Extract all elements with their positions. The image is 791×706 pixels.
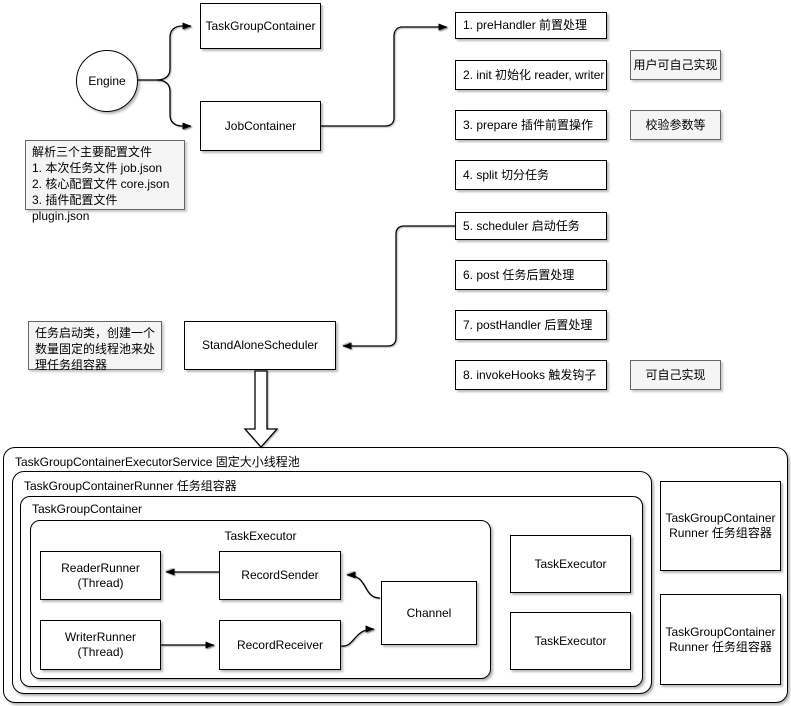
step-1-label: 1. preHandler 前置处理 <box>463 18 588 32</box>
node-record-receiver-label: RecordReceiver <box>236 637 324 652</box>
node-record-sender-label: RecordSender <box>241 568 319 582</box>
step-2-label: 2. init 初始化 reader, writer <box>463 67 605 82</box>
node-engine-label: Engine <box>88 73 126 88</box>
step-3-prepare: 3. prepare 插件前置操作 <box>455 110 607 140</box>
node-reader-runner: ReaderRunner (Thread) <box>40 551 161 600</box>
step-8-invokehooks: 8. invokeHooks 触发钩子 <box>455 360 607 390</box>
task-executor-inner-label: TaskExecutor <box>224 529 297 543</box>
step-5-label: 5. scheduler 启动任务 <box>463 218 580 233</box>
container-runner-label: TaskGroupContainerRunner 任务组容器 <box>24 479 237 493</box>
node-runner-box-1: TaskGroupContainer Runner 任务组容器 <box>660 481 781 571</box>
note-user-impl-text: 用户可自己实现 <box>633 57 718 72</box>
note-validate-text: 校验参数等 <box>645 117 706 132</box>
step-4-split: 4. split 切分任务 <box>455 160 607 190</box>
note-self-impl: 可自己实现 <box>630 360 721 390</box>
edge-engine-to-taskgroupcontainer <box>138 22 192 81</box>
note-scheduler-text: 任务启动类，创建一个 数量固定的线程池来处 理任务组容器 <box>35 326 156 372</box>
step-1-prehandler: 1. preHandler 前置处理 <box>455 12 607 39</box>
note-validate: 校验参数等 <box>630 110 721 140</box>
node-record-receiver: RecordReceiver <box>219 620 341 670</box>
node-task-executor-1: TaskExecutor <box>510 535 631 593</box>
step-4-label: 4. split 切分任务 <box>463 167 550 182</box>
step-7-posthandler: 7. postHandler 后置处理 <box>455 310 607 340</box>
node-task-executor-2-label: TaskExecutor <box>534 633 607 648</box>
node-task-executor-1-label: TaskExecutor <box>534 556 607 571</box>
node-runner-box-1-label: TaskGroupContainer Runner 任务组容器 <box>665 511 776 540</box>
node-record-sender: RecordSender <box>219 551 341 600</box>
node-writer-runner-label: WriterRunner (Thread) <box>64 630 137 659</box>
node-task-group-container-top: TaskGroupContainer <box>200 3 321 49</box>
step-7-label: 7. postHandler 后置处理 <box>463 317 593 332</box>
node-task-executor-2: TaskExecutor <box>510 612 631 670</box>
container-task-group-label: TaskGroupContainer <box>32 502 143 516</box>
node-standalone-scheduler-label: StandAloneScheduler <box>201 338 319 352</box>
node-writer-runner: WriterRunner (Thread) <box>40 620 161 670</box>
node-runner-box-2-label: TaskGroupContainer Runner 任务组容器 <box>665 624 776 654</box>
edge-step5-to-scheduler <box>342 225 455 350</box>
node-channel-label: Channel <box>406 605 452 620</box>
step-3-label: 3. prepare 插件前置操作 <box>463 117 594 132</box>
step-6-post: 6. post 任务后置处理 <box>455 260 607 290</box>
edge-engine-to-jobcontainer <box>156 79 192 130</box>
node-engine: Engine <box>76 50 138 112</box>
node-reader-runner-label: ReaderRunner (Thread) <box>61 560 140 590</box>
step-6-label: 6. post 任务后置处理 <box>463 267 575 282</box>
step-8-label: 8. invokeHooks 触发钩子 <box>463 367 597 382</box>
node-job-container: JobContainer <box>200 101 321 151</box>
note-scheduler: 任务启动类，创建一个 数量固定的线程池来处 理任务组容器 <box>28 321 162 372</box>
step-2-init: 2. init 初始化 reader, writer <box>455 60 607 90</box>
node-channel: Channel <box>381 581 477 645</box>
note-config-files: 解析三个主要配置文件 1. 本次任务文件 job.json 2. 核心配置文件 … <box>25 140 185 223</box>
node-standalone-scheduler: StandAloneScheduler <box>184 321 336 370</box>
note-config-files-text: 解析三个主要配置文件 1. 本次任务文件 job.json 2. 核心配置文件 … <box>32 145 170 223</box>
node-job-container-label: JobContainer <box>224 118 297 133</box>
edge-jobcontainer-to-step1 <box>321 23 448 127</box>
block-arrow-scheduler-to-pool <box>243 370 279 448</box>
note-user-impl: 用户可自己实现 <box>630 50 721 80</box>
node-runner-box-2: TaskGroupContainer Runner 任务组容器 <box>660 594 781 685</box>
step-5-scheduler: 5. scheduler 启动任务 <box>455 212 607 240</box>
node-task-group-container-top-label: TaskGroupContainer <box>205 18 316 33</box>
container-executor-service-label: TaskGroupContainerExecutorService 固定大小线程… <box>15 455 300 469</box>
note-self-impl-text: 可自己实现 <box>645 367 706 382</box>
